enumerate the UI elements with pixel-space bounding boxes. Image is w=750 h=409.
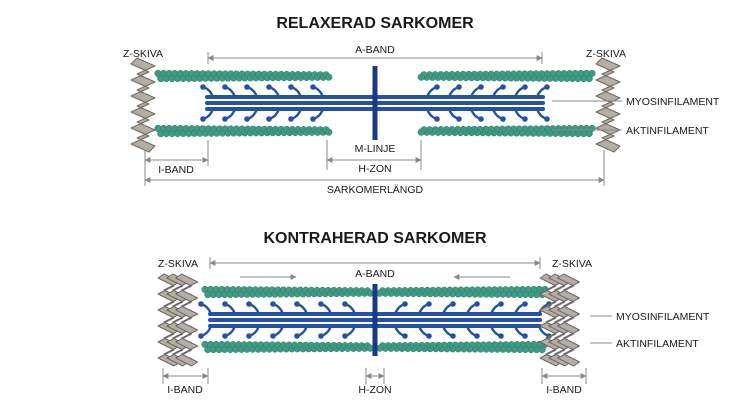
contracted-actin-label: AKTINFILAMENT [616, 338, 699, 350]
contracted-z-discs [157, 273, 581, 367]
z-disc-right [539, 273, 581, 367]
contracted-z-disc-left-label: Z-SKIVA [158, 258, 198, 270]
actin-top-left [154, 69, 333, 83]
contracted-sarcomere: KONTRAHERAD SARKOMER A-BAND Z-SKIVA Z-SK… [157, 230, 710, 396]
relaxed-length-label: SARKOMERLÄNGD [327, 184, 424, 196]
actin-top-right [376, 285, 549, 299]
m-line [372, 66, 378, 140]
relaxed-z-disc-right-label: Z-SKIVA [586, 48, 626, 60]
contracted-i-band-left-label: I-BAND [167, 384, 203, 396]
relaxed-myosin-filaments [200, 66, 550, 140]
relaxed-sarcomere: RELAXERAD SARKOMER A-BAND Z-SKIVA Z-SKIV… [123, 15, 720, 196]
contracted-myosin-label: MYOSINFILAMENT [616, 311, 710, 323]
actin-bottom-right [376, 340, 549, 354]
actin-bottom-left [201, 340, 374, 354]
z-disc-left [130, 57, 156, 153]
contracted-h-zone-label: H-ZON [358, 384, 391, 396]
actin-bottom-left [154, 124, 333, 138]
relaxed-i-band-label: I-BAND [158, 164, 194, 176]
relaxed-m-line-label: M-LINJE [355, 143, 396, 155]
actin-top-right [417, 69, 596, 83]
contracted-i-band-right-label: I-BAND [546, 384, 582, 396]
contracted-title: KONTRAHERAD SARKOMER [263, 230, 487, 247]
relaxed-title: RELAXERAD SARKOMER [276, 15, 474, 32]
relaxed-myosin-label: MYOSINFILAMENT [626, 96, 720, 108]
contracted-z-disc-right-label: Z-SKIVA [552, 258, 592, 270]
actin-top-left [201, 285, 374, 299]
myosin-contracted [198, 284, 552, 356]
relaxed-h-zone-label: H-ZON [358, 163, 391, 175]
contracted-actin-filaments [201, 285, 549, 354]
relaxed-actin-filaments [154, 69, 596, 138]
relaxed-actin-label: AKTINFILAMENT [626, 125, 709, 137]
contracted-myosin-filaments [198, 284, 552, 356]
myosin-relaxed [200, 66, 550, 140]
z-disc-right [595, 57, 621, 153]
relaxed-a-band-label: A-BAND [355, 44, 395, 56]
z-disc-left [157, 273, 199, 367]
relaxed-z-discs [130, 57, 621, 153]
m-line [372, 284, 378, 356]
contracted-a-band-label: A-BAND [355, 268, 395, 280]
relaxed-z-disc-left-label: Z-SKIVA [123, 48, 163, 60]
actin-bottom-right [417, 124, 596, 138]
